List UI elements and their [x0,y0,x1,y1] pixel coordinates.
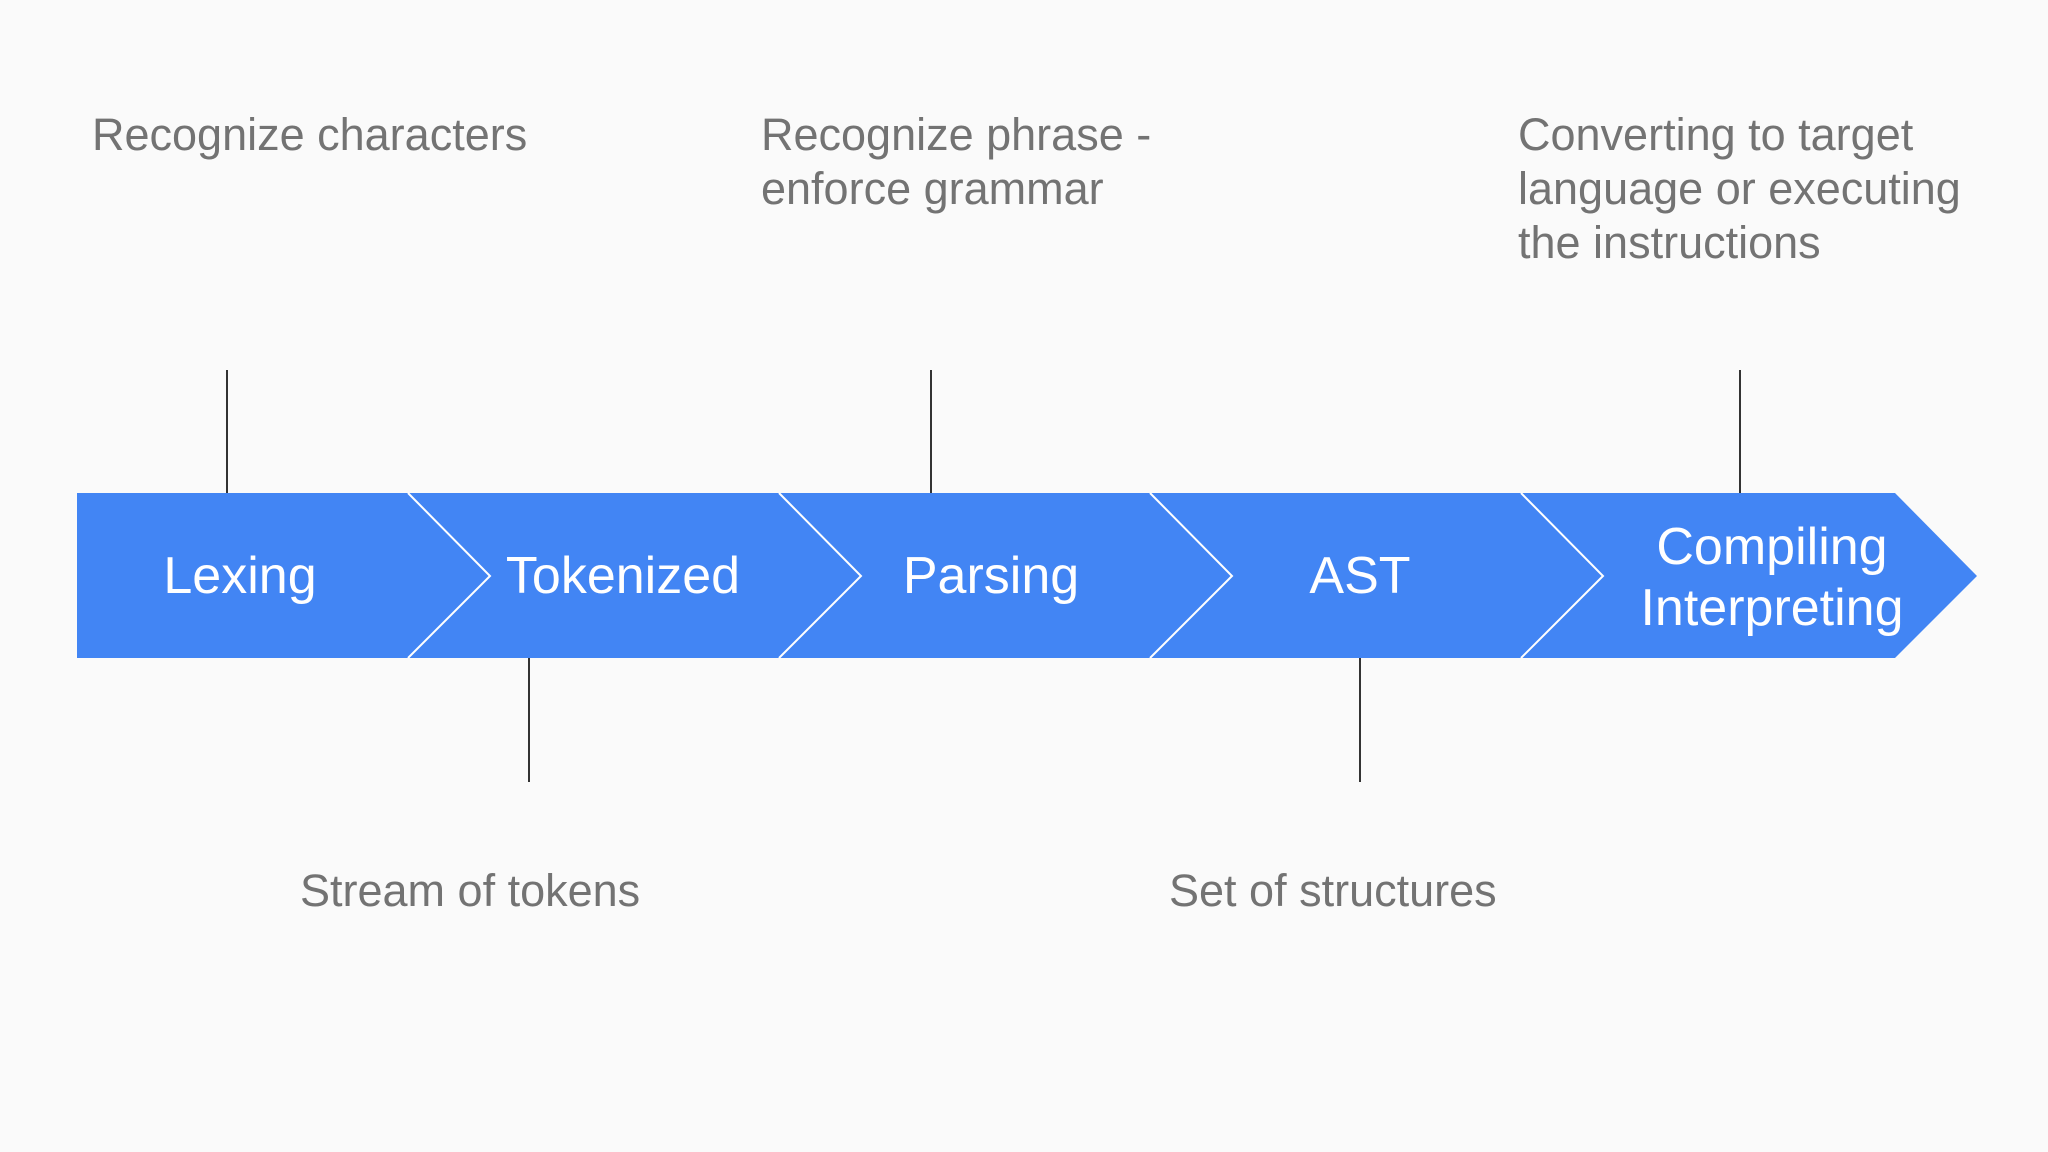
note-line: Recognize phrase - [761,109,1152,160]
note-set-of-structures: Set of structures [1169,864,1497,918]
chevron-divider [407,492,492,659]
stage-lexing-label: Lexing [163,547,317,605]
note-recognize-phrase: Recognize phrase - enforce grammar [761,108,1151,216]
chevron-divider [1520,492,1605,659]
note-line: language or executing [1518,163,1961,214]
stage-ast: AST [1309,546,1410,607]
note-line: Set of structures [1169,865,1497,916]
note-line: enforce grammar [761,163,1104,214]
stage-parsing-label: Parsing [902,547,1080,605]
connector-lines [226,370,1741,782]
stage-ast-label: AST [1309,547,1411,605]
chevron-dividers [407,492,1605,659]
stage-interpreting-label: Interpreting [1640,579,1904,637]
note-stream-of-tokens: Stream of tokens [300,864,640,918]
note-line: the instructions [1518,217,1821,268]
pipeline-arrow [77,493,1977,658]
chevron-divider [1149,492,1234,659]
note-converting-target: Converting to target language or executi… [1518,108,1961,270]
stage-tokenized-label: Tokenized [505,547,741,605]
stage-compiling-interpreting: Compiling Interpreting [1640,517,1903,639]
stage-parsing: Parsing [903,546,1079,607]
chevron-divider [778,492,863,659]
stage-tokenized: Tokenized [506,546,740,607]
note-line: Stream of tokens [300,865,641,916]
stage-lexing: Lexing [163,546,316,607]
note-recognize-characters: Recognize characters [92,108,527,162]
note-line: Recognize characters [92,109,528,160]
stage-compiling-label: Compiling [1656,518,1888,576]
note-line: Converting to target [1518,109,1914,160]
